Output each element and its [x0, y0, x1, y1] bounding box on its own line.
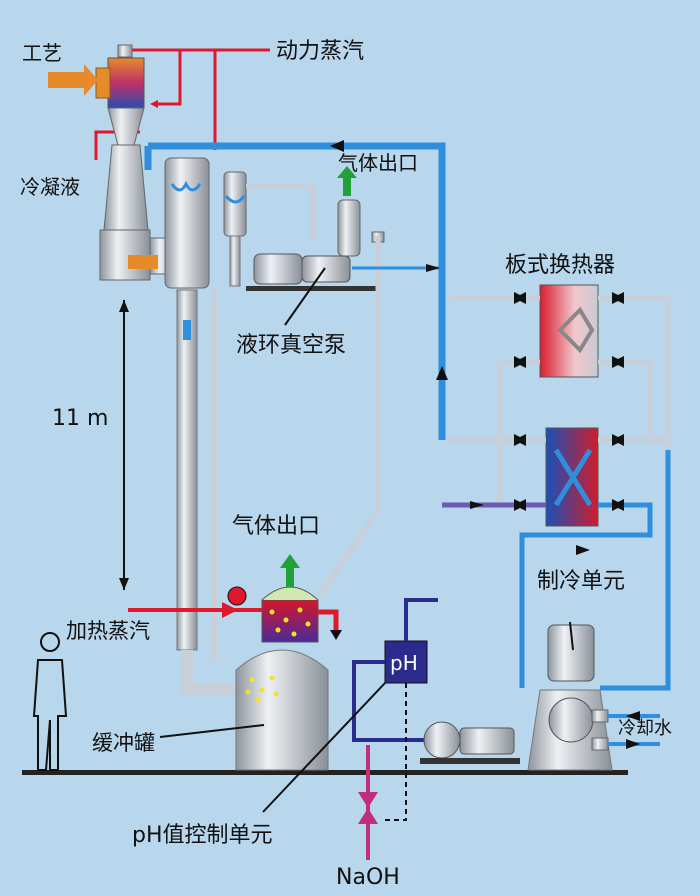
callout-lines: [159, 267, 574, 813]
liquid-ring-pump-label: 液环真空泵: [236, 333, 346, 358]
plate-heat-exchanger-label: 板式换热器: [505, 253, 615, 278]
refrigeration-unit: [527, 624, 613, 771]
plate-heat-exchanger-cold: [545, 427, 599, 527]
ph-box: [384, 640, 428, 684]
buffer-tank: [235, 586, 329, 771]
bubbles: [245, 607, 311, 703]
naoh-label: NaOH: [336, 865, 400, 890]
cooling-water-label: 冷却水: [618, 718, 672, 739]
steam-ejector: [95, 44, 179, 281]
operator-figure: [32, 632, 68, 771]
gas-outlet-top-label: 气体出口: [338, 151, 418, 175]
circulation-pump: [420, 721, 520, 764]
buffer-tank-label: 缓冲罐: [92, 731, 155, 755]
hx-valves: [514, 292, 624, 511]
ph-box-label: pH: [390, 651, 418, 675]
process-inlet-arrow: [48, 64, 98, 96]
liquid-ring-pump-unit: [246, 183, 442, 597]
process-label: 工艺: [22, 41, 62, 65]
heating-steam-label: 加热蒸汽: [66, 619, 150, 643]
height-label: 11 m: [52, 406, 108, 431]
condensate-label: 冷凝液: [20, 175, 80, 199]
ph-control-unit-label: pH值控制单元: [132, 823, 273, 848]
cold-return-line: [148, 142, 446, 440]
refrigeration-unit-label: 制冷单元: [537, 569, 625, 594]
secondary-condenser: [223, 171, 247, 287]
condenser-vessel: [164, 157, 210, 651]
gas-outlet-tank-label: 气体出口: [232, 514, 320, 539]
plate-heat-exchanger-hot: [539, 284, 599, 378]
floor-line: [22, 770, 628, 775]
motive-steam-label: 动力蒸汽: [276, 39, 364, 64]
